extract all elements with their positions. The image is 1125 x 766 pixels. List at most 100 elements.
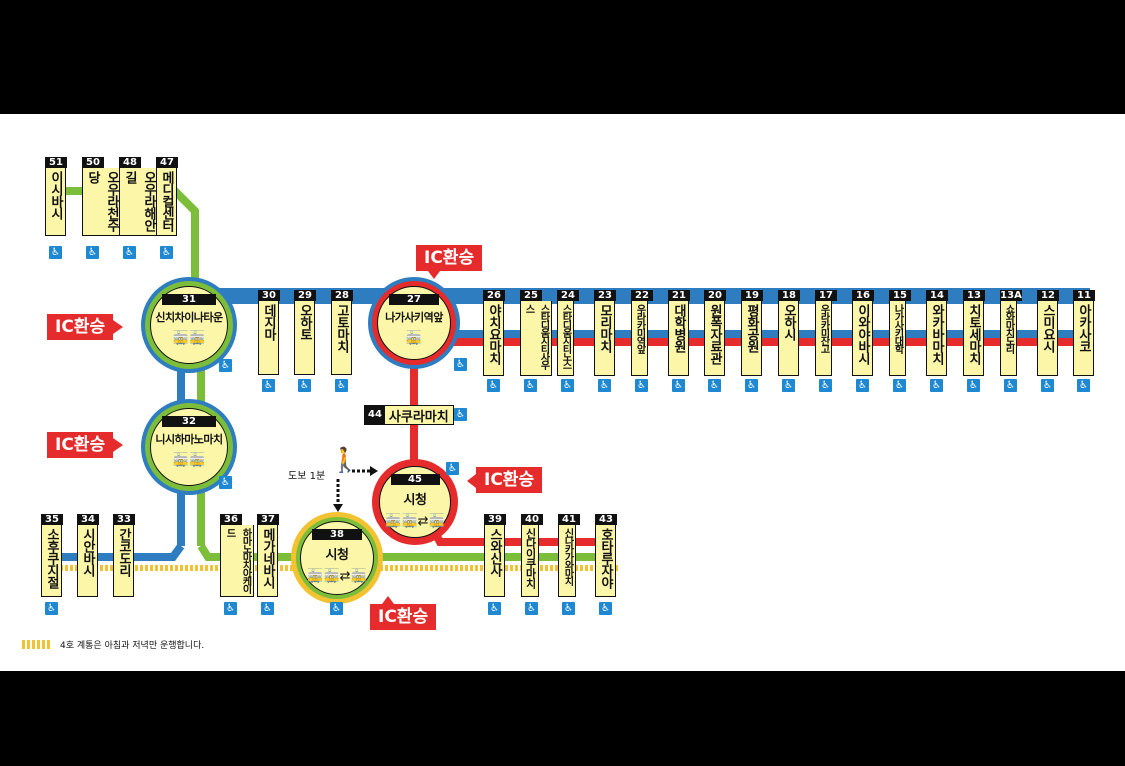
station-number: 13 <box>963 290 985 301</box>
station-name: 원폭자료관 <box>704 301 725 376</box>
station-name: 스와신사 <box>484 525 505 597</box>
tram-route-map: 51 이시바시 ♿ 50 오우라천주당 ♿ 48 오우라해안길 ♿ 47 메디컬… <box>0 114 1125 671</box>
station-44[interactable]: 44 사쿠라마치 <box>364 405 454 425</box>
wheelchair-icon: ♿ <box>1041 379 1054 392</box>
wheelchair-icon: ♿ <box>599 602 612 615</box>
station-43[interactable]: 43 호타루자야 <box>595 514 617 597</box>
hub-station-27[interactable]: 27 나가사키역앞 🚋 <box>368 277 460 369</box>
wheelchair-icon: ♿ <box>635 379 648 392</box>
wheelchair-icon: ♿ <box>856 379 869 392</box>
station-number: 14 <box>926 290 948 301</box>
station-41[interactable]: 41 신나카가와마치 <box>558 514 580 597</box>
station-name: 오우라해안길 <box>119 168 159 236</box>
station-name: 나가사키역앞 <box>385 311 443 324</box>
ic-transfer-label: IC환승 <box>47 314 124 340</box>
station-number: 29 <box>294 290 316 301</box>
legend-text: 4호 계통은 아침과 저녁만 운행합니다. <box>60 641 205 651</box>
station-name: 고토마치 <box>331 301 352 375</box>
wheelchair-icon: ♿ <box>224 602 237 615</box>
station-number: 41 <box>558 514 580 525</box>
station-36[interactable]: 36 하마노마치아케이드 <box>220 514 254 597</box>
station-number: 19 <box>741 290 763 301</box>
wheelchair-icon: ♿ <box>930 379 943 392</box>
wheelchair-icon: ♿ <box>745 379 758 392</box>
station-35[interactable]: 35 소후쿠지절 <box>41 514 63 597</box>
wheelchair-icon: ♿ <box>454 358 467 371</box>
station-number: 12 <box>1037 290 1059 301</box>
wheelchair-icon: ♿ <box>298 379 311 392</box>
station-name: 시청 <box>403 493 427 508</box>
wheelchair-icon: ♿ <box>446 462 459 475</box>
station-number: 45 <box>390 474 440 485</box>
station-number: 13A <box>1000 290 1022 301</box>
station-29[interactable]: 29 오하토 <box>294 290 316 375</box>
station-number: 47 <box>156 157 178 168</box>
station-number: 25 <box>520 290 542 301</box>
station-number: 40 <box>521 514 543 525</box>
wheelchair-icon: ♿ <box>219 359 232 372</box>
ic-transfer-label: IC환승 <box>466 467 543 493</box>
legend: 4호 계통은 아침과 저녁만 운행합니다. <box>22 638 204 651</box>
station-47[interactable]: 47 메디컬센터 <box>156 157 178 236</box>
station-number: 23 <box>594 290 616 301</box>
station-name: 이와야바시 <box>852 301 873 376</box>
wheelchair-icon: ♿ <box>598 379 611 392</box>
station-40[interactable]: 40 신다이쿠마치 <box>521 514 543 597</box>
station-number: 21 <box>668 290 690 301</box>
wheelchair-icon: ♿ <box>524 379 537 392</box>
station-39[interactable]: 39 스와신사 <box>484 514 506 597</box>
wheelchair-icon: ♿ <box>160 246 173 259</box>
wheelchair-icon: ♿ <box>967 379 980 392</box>
station-number: 50 <box>82 157 104 168</box>
station-number: 44 <box>365 406 385 424</box>
hub-station-38[interactable]: 38 시청 🚋🚋⇄🚋 <box>291 512 383 604</box>
station-name: 사쿠라마치 <box>388 409 449 425</box>
wheelchair-icon: ♿ <box>335 379 348 392</box>
station-number: 36 <box>220 514 242 525</box>
station-number: 26 <box>483 290 505 301</box>
station-28[interactable]: 28 고토마치 <box>331 290 353 375</box>
station-50[interactable]: 50 오우라천주당 <box>82 157 122 236</box>
station-51[interactable]: 51 이시바시 <box>45 157 67 236</box>
ic-transfer-label: IC환승 <box>47 432 124 458</box>
wheelchair-icon: ♿ <box>330 602 343 615</box>
station-name: 간코도리 <box>113 525 134 597</box>
wheelchair-icon: ♿ <box>1077 379 1090 392</box>
station-34[interactable]: 34 시안바시 <box>77 514 99 597</box>
station-37[interactable]: 37 메가네바시 <box>257 514 279 597</box>
walk-time-label: 도보 1분 <box>288 471 326 482</box>
station-name: 메가네바시 <box>257 525 278 597</box>
station-number: 39 <box>484 514 506 525</box>
station-name: 오우라천주당 <box>82 168 122 236</box>
wheelchair-icon: ♿ <box>49 246 62 259</box>
station-name: 야치요마치 <box>483 301 504 376</box>
walk-arrowhead-v <box>333 504 343 512</box>
wheelchair-icon: ♿ <box>45 602 58 615</box>
station-48[interactable]: 48 오우라해안길 <box>119 157 159 236</box>
station-33[interactable]: 33 간코도리 <box>113 514 135 597</box>
station-number: 30 <box>258 290 280 301</box>
station-number: 51 <box>45 157 67 168</box>
hub-station-31[interactable]: 31 신치차이나타운 🚋🚋 <box>141 277 237 373</box>
hub-station-45[interactable]: 45 시청 🚋🚋⇄🚋 <box>372 459 458 545</box>
station-30[interactable]: 30 데지마 <box>258 290 280 375</box>
wheelchair-icon: ♿ <box>819 379 832 392</box>
station-name: 우라카미역앞 <box>631 301 648 376</box>
